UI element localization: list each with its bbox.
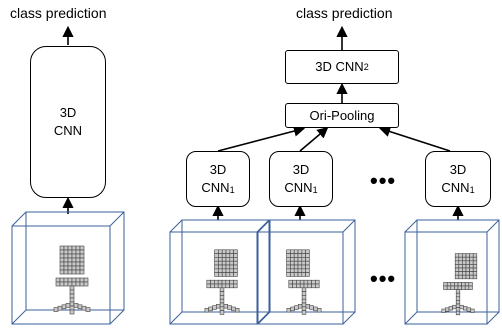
class-prediction-label-right: class prediction bbox=[296, 5, 393, 21]
cnn2-subscript: 2 bbox=[363, 61, 369, 72]
cnn2-label: 3D CNN bbox=[315, 59, 364, 75]
cnn1-box-2-line2: CNN1 bbox=[284, 180, 318, 195]
cnn-box-left-line1: 3D bbox=[59, 105, 77, 121]
arrow-cnn1c-to-pooling bbox=[378, 126, 451, 152]
cnn-box-left: 3D CNN bbox=[30, 46, 106, 198]
cnn1-box-3-line1: 3D bbox=[449, 162, 467, 178]
cnn-box-left-line2: CNN bbox=[53, 123, 83, 138]
ellipsis-voxel-row: ••• bbox=[370, 266, 397, 291]
ellipsis-cnn-row: ••• bbox=[370, 168, 397, 193]
arrow-cnn1b-to-pooling bbox=[299, 126, 329, 152]
cnn1-box-2-line1: 3D bbox=[292, 162, 310, 178]
class-prediction-label-left: class prediction bbox=[10, 5, 107, 21]
cnn1-box-1-line1: 3D bbox=[209, 162, 227, 178]
cnn1-box-1-line2: CNN1 bbox=[201, 180, 235, 195]
cnn1-box-2: 3D CNN1 bbox=[269, 151, 333, 207]
arrow-cnn1a-to-pooling bbox=[217, 125, 306, 152]
cnn1-box-3-line2: CNN1 bbox=[441, 180, 475, 195]
ori-pooling-label: Ori-Pooling bbox=[309, 107, 375, 123]
cnn1-box-3: 3D CNN1 bbox=[425, 151, 491, 207]
ori-pooling-box: Ori-Pooling bbox=[285, 103, 399, 128]
cnn1-box-1: 3D CNN1 bbox=[186, 151, 250, 207]
